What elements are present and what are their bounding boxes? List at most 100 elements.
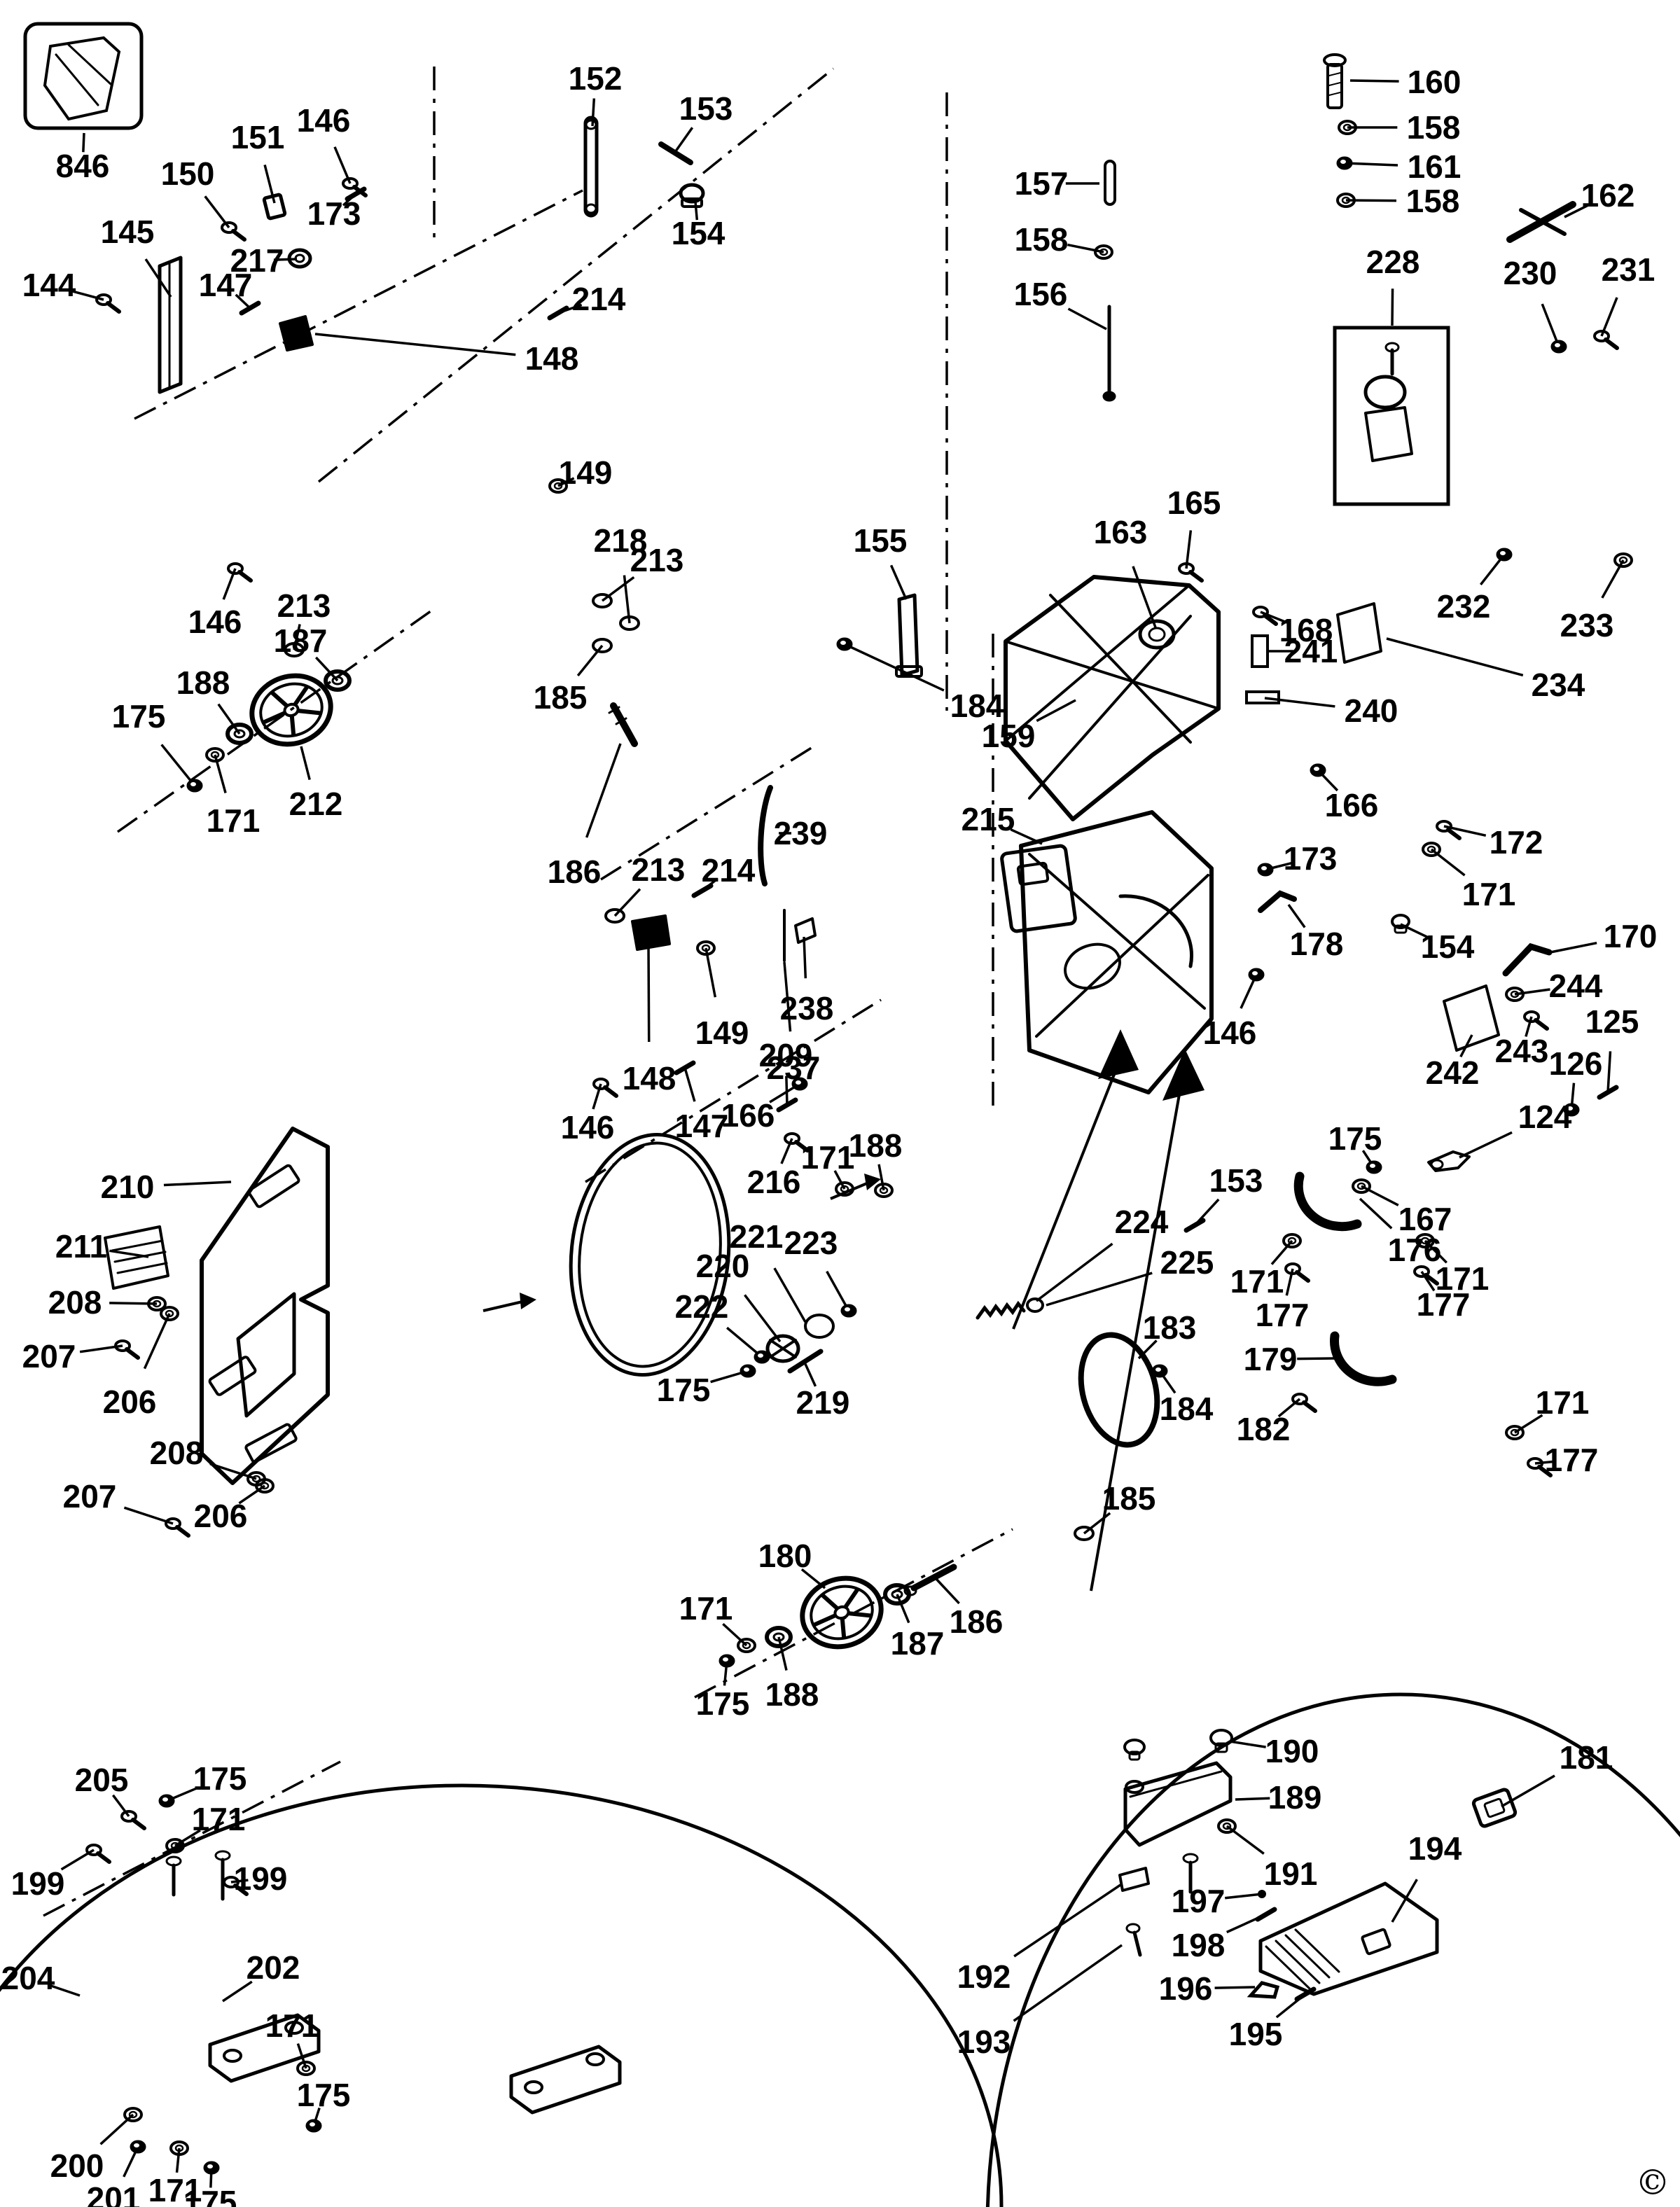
callout-204-121: 204 bbox=[1, 1960, 81, 1997]
leader-line bbox=[777, 1636, 788, 1671]
ellipse bbox=[233, 729, 246, 739]
ellipse bbox=[324, 669, 352, 692]
washer-icon bbox=[696, 940, 716, 956]
part-number-label: 192 bbox=[957, 1958, 1011, 1995]
callout-166-54: 166 bbox=[1310, 763, 1378, 823]
part-number-label: 158 bbox=[1406, 183, 1460, 219]
leader-line bbox=[1036, 699, 1076, 723]
callout-220-104: 220 bbox=[696, 1248, 782, 1343]
part-shape bbox=[1328, 92, 1341, 96]
ellipse bbox=[737, 1638, 756, 1653]
part-shape bbox=[1430, 1159, 1444, 1170]
part-shape bbox=[1125, 1780, 1144, 1794]
part-shape bbox=[1123, 1739, 1146, 1755]
callout-167-66: 167 bbox=[1352, 1178, 1452, 1237]
part-shape bbox=[765, 1334, 800, 1363]
parts-layer bbox=[23, 22, 1576, 2115]
leader-line bbox=[1185, 530, 1193, 569]
leader-line bbox=[803, 936, 807, 979]
leader-line bbox=[800, 1568, 826, 1589]
callout-222-105: 222 bbox=[675, 1288, 770, 1364]
callout-171-109: 171 bbox=[679, 1590, 756, 1653]
callout-215-47: 215 bbox=[962, 801, 1043, 845]
callout-234-25: 234 bbox=[1386, 637, 1585, 703]
part-number-label: 147 bbox=[199, 267, 253, 303]
ellipse bbox=[1340, 160, 1346, 164]
part-number-label: 171 bbox=[265, 2007, 319, 2044]
arrow-stem bbox=[830, 1182, 868, 1200]
part-number-label: 171 bbox=[1462, 876, 1516, 912]
screw-icon bbox=[95, 293, 121, 314]
callout-219-107: 219 bbox=[796, 1363, 850, 1421]
leader-line bbox=[1067, 307, 1107, 330]
callout-184-33: 184 bbox=[836, 637, 1004, 724]
leader-line bbox=[1525, 1016, 1533, 1037]
line bbox=[674, 1060, 696, 1075]
leader-line bbox=[826, 1270, 850, 1311]
leader-line bbox=[1132, 566, 1157, 628]
detail-circle bbox=[0, 1783, 1004, 2207]
ellipse bbox=[165, 1517, 181, 1530]
part-number-label: 230 bbox=[1504, 255, 1557, 291]
ellipse bbox=[1284, 1262, 1301, 1275]
line bbox=[96, 1851, 111, 1864]
callout-195-137: 195 bbox=[1229, 1986, 1317, 2052]
callout-231-22: 231 bbox=[1593, 251, 1655, 350]
callout-239-35: 239 bbox=[774, 815, 828, 851]
part-number-label: 183 bbox=[1143, 1309, 1197, 1346]
part-number-label: 179 bbox=[1244, 1341, 1298, 1377]
part-number-label: 175 bbox=[657, 1372, 711, 1408]
callout-175-128: 175 bbox=[297, 2077, 350, 2133]
part-number-label: 177 bbox=[1256, 1297, 1310, 1333]
callout-173-7: 173 bbox=[307, 186, 367, 232]
leader-line bbox=[1386, 637, 1524, 677]
callout-153-4: 153 bbox=[672, 90, 733, 155]
callout-171-69: 171 bbox=[1230, 1233, 1302, 1300]
arrow-stem bbox=[483, 1300, 523, 1312]
leader-line bbox=[235, 293, 251, 309]
part-number-label: 216 bbox=[747, 1164, 801, 1200]
centerline bbox=[134, 189, 583, 420]
callout-200-123: 200 bbox=[50, 2107, 143, 2184]
leader-line bbox=[1514, 988, 1550, 996]
leader-line bbox=[1297, 1357, 1335, 1360]
part-number-label: 145 bbox=[101, 214, 155, 250]
oring-icon bbox=[592, 593, 613, 608]
ellipse bbox=[744, 1367, 749, 1372]
callout-198-135: 198 bbox=[1172, 1907, 1277, 1963]
nut-icon bbox=[1257, 863, 1274, 877]
part-number-label: 170 bbox=[1604, 918, 1658, 954]
part-number-label: 180 bbox=[758, 1538, 812, 1574]
line bbox=[1255, 1907, 1277, 1922]
callout-172-51: 172 bbox=[1436, 820, 1543, 861]
part-number-label: 147 bbox=[675, 1108, 729, 1144]
line bbox=[1263, 613, 1278, 626]
leader-line bbox=[585, 743, 622, 838]
part-number-label: 204 bbox=[1, 1960, 55, 1996]
part-shape bbox=[658, 141, 693, 165]
callout-230-21: 230 bbox=[1504, 255, 1567, 354]
leader-line bbox=[109, 1249, 149, 1258]
part-shape bbox=[1102, 391, 1116, 402]
part-number-label: 224 bbox=[1115, 1204, 1169, 1240]
part-shape bbox=[1427, 1150, 1471, 1172]
callout-144-10: 144 bbox=[22, 267, 121, 314]
part-shape bbox=[1026, 1297, 1044, 1313]
leader-line bbox=[314, 656, 339, 682]
callout-207-88: 207 bbox=[63, 1478, 190, 1538]
line bbox=[794, 1140, 810, 1153]
oring-icon bbox=[619, 615, 640, 631]
ellipse bbox=[1178, 562, 1195, 575]
ellipse bbox=[1074, 1526, 1095, 1541]
ellipse bbox=[296, 2061, 316, 2076]
callout-210-82: 210 bbox=[101, 1169, 232, 1205]
circle bbox=[1258, 1890, 1266, 1898]
part-number-label: 231 bbox=[1602, 251, 1655, 288]
ellipse bbox=[174, 2144, 184, 2152]
part-shape bbox=[585, 203, 597, 214]
part-number-label: 219 bbox=[796, 1384, 850, 1421]
callout-225-78: 225 bbox=[1046, 1244, 1214, 1307]
leader-line bbox=[175, 2147, 181, 2173]
ellipse bbox=[123, 2107, 143, 2122]
part-shape bbox=[1471, 1788, 1518, 1828]
